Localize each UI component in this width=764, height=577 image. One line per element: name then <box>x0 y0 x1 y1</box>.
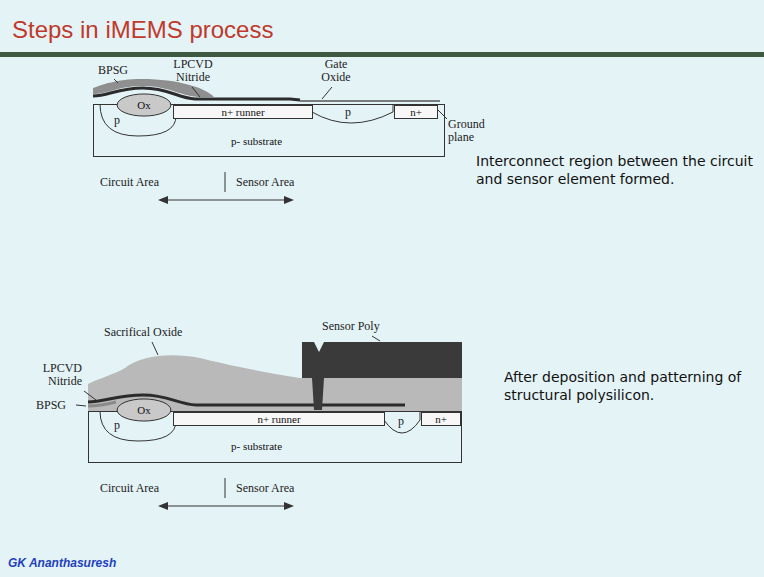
sensor-poly-layer <box>302 342 462 410</box>
author-credit: GK Ananthasuresh <box>8 556 116 570</box>
substrate-region: p- substrateOxn+ runnern+ <box>88 411 462 463</box>
arrow-head <box>158 196 168 204</box>
ground-plane-diffusion: n+ <box>394 105 438 119</box>
region-label: Ox <box>137 99 150 111</box>
layer-label: LPCVD Nitride <box>30 362 82 388</box>
field-oxide: Ox <box>116 93 172 117</box>
n-plus-runner: n+ runner <box>173 105 313 119</box>
region-label: n+ <box>435 413 447 425</box>
region-label: n+ <box>410 106 422 118</box>
n-plus-runner: n+ runner <box>173 412 385 426</box>
area-arrow <box>166 506 286 507</box>
leader-line <box>322 87 332 99</box>
region-label: n+ runner <box>257 413 300 425</box>
leader-line <box>152 342 158 355</box>
area-divider <box>225 478 226 498</box>
leader-line <box>372 336 380 341</box>
doping-label: p <box>114 419 120 432</box>
slide-title: Steps in iMEMS process <box>12 16 273 44</box>
p-well-outline <box>312 104 393 123</box>
gate-oxide-layer <box>300 100 440 102</box>
oxide-ellipse-shape <box>117 94 171 116</box>
doping-label: p <box>114 114 120 127</box>
layer-label: Sensor Poly <box>322 320 380 333</box>
p-well-outline <box>384 411 420 433</box>
region-label: Ox <box>137 404 150 416</box>
region-label: p- substrate <box>231 440 282 452</box>
area-label: Circuit Area <box>100 482 159 495</box>
step-note: After deposition and patterning of struc… <box>504 368 744 404</box>
arrow-head <box>284 196 294 204</box>
area-label: Sensor Area <box>236 176 294 189</box>
field-oxide: Ox <box>116 398 172 422</box>
leader-line <box>437 109 447 119</box>
substrate-region: p- substrateOxn+ runnern+ <box>93 104 445 157</box>
layer-label: Gate Oxide <box>314 58 358 84</box>
layer-label: BPSG <box>36 399 66 412</box>
leader-line <box>76 405 86 406</box>
area-label: Sensor Area <box>236 482 294 495</box>
oxide-ellipse-shape <box>117 399 171 421</box>
ground-plane-diffusion: n+ <box>421 412 461 426</box>
area-label: Circuit Area <box>100 176 159 189</box>
doping-label: p <box>398 415 404 428</box>
layer-label: BPSG <box>98 64 128 77</box>
region-label: n+ runner <box>221 106 264 118</box>
region-label: p- substrate <box>231 135 282 147</box>
title-rule <box>0 52 764 57</box>
layer-label: Sacrifical Oxide <box>104 326 182 339</box>
area-arrow <box>166 200 286 201</box>
arrow-head <box>158 502 168 510</box>
arrow-head <box>284 502 294 510</box>
layer-label: Ground plane <box>448 118 498 144</box>
leader-line <box>84 391 96 400</box>
leader-line <box>114 79 118 83</box>
leader-line <box>192 87 200 97</box>
layer-label: LPCVD Nitride <box>168 58 218 84</box>
doping-label: p <box>345 106 351 119</box>
step-note: Interconnect region between the circuit … <box>476 152 754 188</box>
area-divider <box>225 172 226 192</box>
